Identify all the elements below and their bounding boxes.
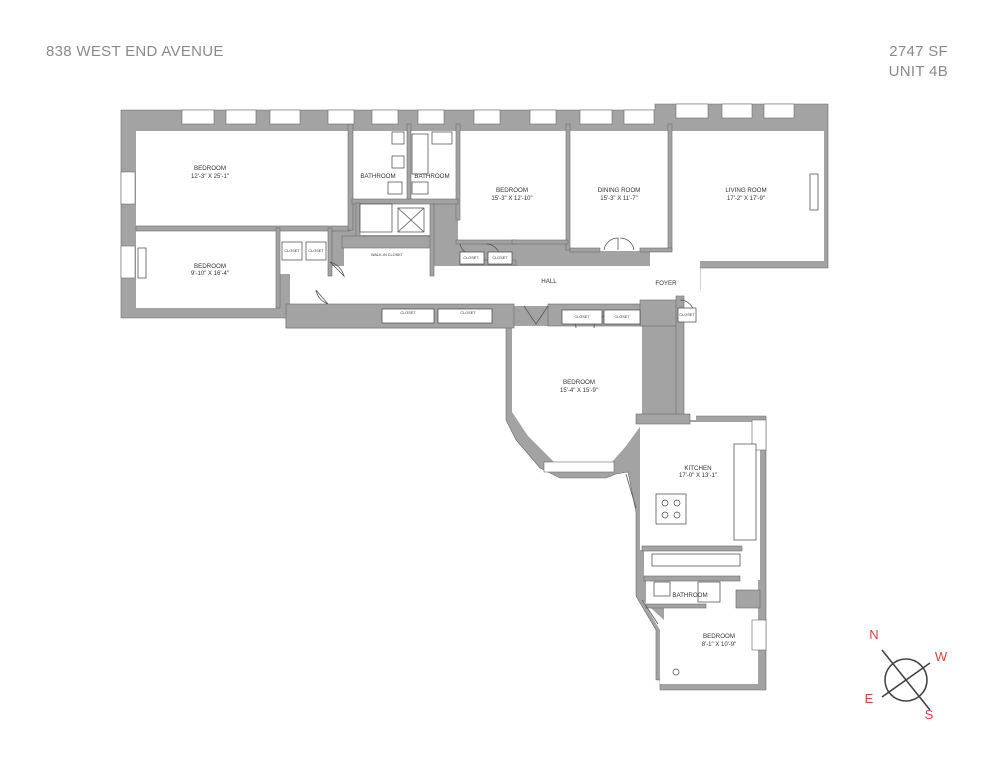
- room-dims-bedroom-2: 9'-10" X 16'-4": [191, 271, 229, 277]
- room-label-hall: HALL: [541, 278, 557, 285]
- closet-label: CLOSET: [574, 315, 590, 319]
- room-label-kitchen: KITCHEN: [684, 465, 711, 472]
- closet-label: CLOSET: [460, 311, 476, 315]
- room-dims-bedroom-5: 8'-1" X 10'-9": [702, 642, 737, 648]
- room-dims-living-room: 17'-2" X 17'-9": [727, 196, 765, 202]
- closet-label: CLOSET: [400, 311, 416, 315]
- room-label-bedroom-1: BEDROOM: [194, 165, 226, 172]
- floor-areas: [136, 131, 824, 684]
- room-dims-dining-room: 15'-3" X 11'-7": [600, 196, 637, 202]
- room-label-bedroom-3: BEDROOM: [496, 187, 528, 194]
- closet-label: CLOSET: [308, 249, 324, 253]
- unit-number: UNIT 4B: [888, 63, 948, 80]
- room-label-bedroom-4: BEDROOM: [563, 379, 595, 386]
- walk-in-closet-label: WALK-IN CLOSET: [371, 253, 404, 257]
- compass-north-label: N: [869, 627, 878, 642]
- room-label-bathroom-1: BATHROOM: [360, 173, 395, 180]
- room-dims-bedroom-1: 12'-3" X 25'-1": [191, 174, 229, 180]
- closet-label: CLOSET: [614, 315, 630, 319]
- closet-label: CLOSET: [463, 256, 479, 260]
- room-label-foyer: FOYER: [655, 280, 677, 287]
- closet-outlines: [281, 203, 697, 325]
- room-dims-bedroom-3: 15'-3" X 12'-10": [491, 196, 532, 202]
- compass-needle-ew-icon: [881, 662, 931, 698]
- compass: N W E S: [865, 627, 948, 722]
- closet-label: CLOSET: [492, 256, 508, 260]
- compass-east-label: E: [865, 691, 874, 706]
- fixtures: [137, 131, 819, 676]
- room-labels: BEDROOM 12'-3" X 25'-1" BEDROOM 9'-10" X…: [191, 165, 767, 648]
- compass-ring-icon: [884, 658, 928, 702]
- closet-label: CLOSET: [284, 249, 300, 253]
- room-label-bedroom-2: BEDROOM: [194, 263, 226, 270]
- room-label-dining-room: DINING ROOM: [598, 187, 641, 194]
- compass-west-label: W: [935, 649, 948, 664]
- closet-labels: WALK-IN CLOSET CLOSET CLOSET CLOSET CLOS…: [284, 249, 695, 319]
- room-label-bathroom-3: BATHROOM: [672, 592, 707, 599]
- room-label-bedroom-5: BEDROOM: [703, 633, 735, 640]
- room-dims-kitchen: 17'-0" X 13'-1": [679, 473, 717, 479]
- compass-south-label: S: [925, 707, 934, 722]
- closet-label: CLOSET: [679, 313, 695, 317]
- square-footage: 2747 SF: [889, 43, 948, 60]
- address-title: 838 WEST END AVENUE: [46, 43, 224, 60]
- room-label-living-room: LIVING ROOM: [725, 187, 766, 194]
- room-label-bathroom-2: BATHROOM: [414, 173, 449, 180]
- windows: [120, 103, 795, 651]
- room-dims-bedroom-4: 15'-4" X 15'-9": [560, 388, 598, 394]
